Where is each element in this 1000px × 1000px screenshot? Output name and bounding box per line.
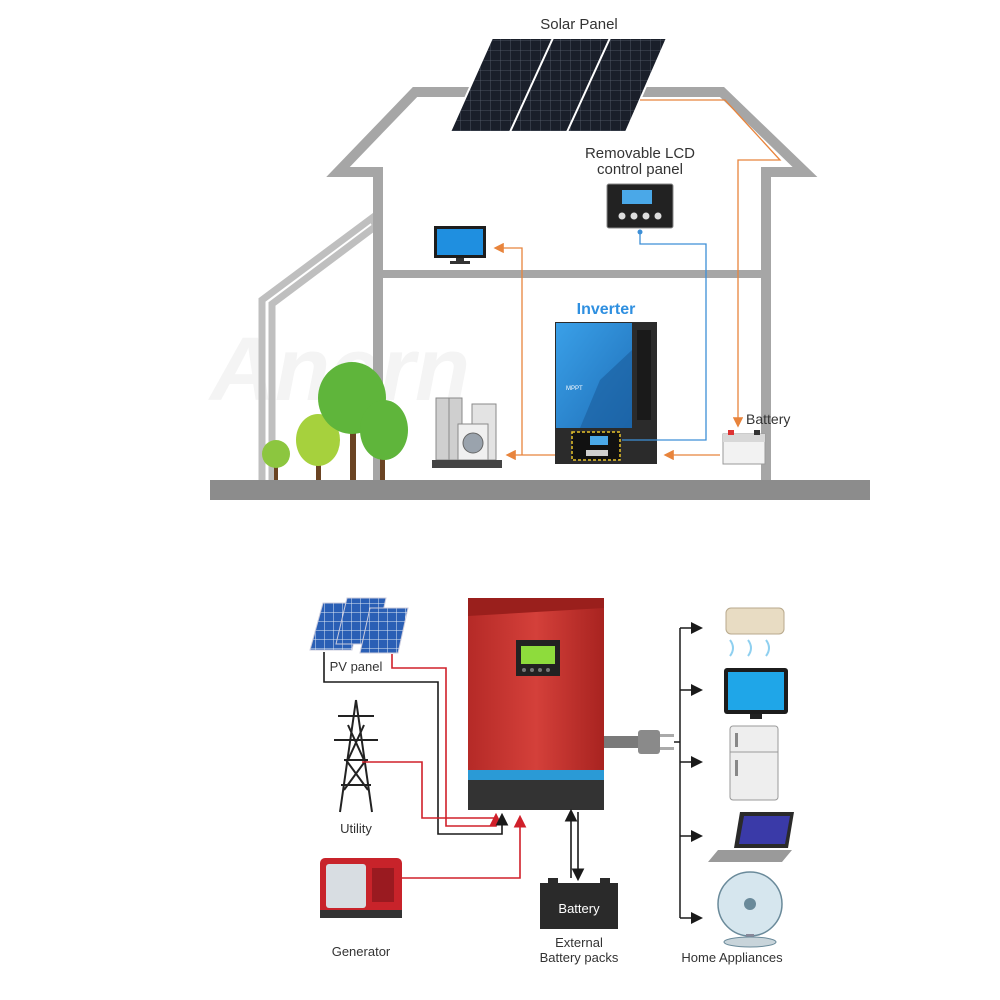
lcd-control-panel	[606, 183, 674, 229]
external-battery-label-line1: External	[555, 935, 603, 950]
ground	[210, 480, 870, 500]
bottom-system-diagram: PV panel Utility Generator	[309, 597, 794, 965]
electric-fan-icon	[717, 871, 783, 948]
power-plug-icon	[604, 730, 674, 754]
inverter-unit: MPPT	[555, 322, 657, 464]
bottom-wires	[323, 652, 585, 882]
trees	[262, 362, 408, 480]
inverter-device-text: MPPT	[566, 386, 583, 392]
solar-panel	[448, 37, 669, 133]
top-wires	[493, 99, 782, 461]
laptop-icon	[708, 812, 794, 862]
home-appliances-icon	[432, 397, 502, 468]
appliance-bus-lines	[674, 622, 703, 924]
external-battery-label-line2: Battery packs	[540, 950, 619, 965]
hybrid-inverter-unit	[468, 598, 604, 810]
refrigerator-icon	[729, 725, 779, 801]
inverter-label: Inverter	[577, 301, 636, 318]
pv-panel-icon	[309, 597, 409, 654]
utility-label: Utility	[340, 821, 372, 836]
lcd-panel-label-line2: control panel	[597, 161, 683, 178]
battery-icon	[722, 430, 766, 465]
lcd-panel-label-line1: Removable LCD	[585, 145, 695, 162]
top-house-diagram: Anern Solar Panel Removable LCD control …	[208, 16, 870, 500]
solar-panel-label: Solar Panel	[540, 16, 618, 33]
pv-panel-label: PV panel	[330, 659, 383, 674]
television-icon	[724, 668, 788, 719]
generator-label: Generator	[332, 944, 391, 959]
home-appliances-label: Home Appliances	[681, 950, 783, 965]
generator-icon	[320, 858, 402, 918]
battery-label: Battery	[746, 411, 790, 427]
tv-monitor-icon	[434, 226, 486, 264]
air-conditioner-icon	[725, 607, 785, 657]
external-battery-icon	[540, 878, 618, 929]
utility-tower-icon	[334, 699, 378, 813]
battery-box-label: Battery	[558, 901, 600, 916]
